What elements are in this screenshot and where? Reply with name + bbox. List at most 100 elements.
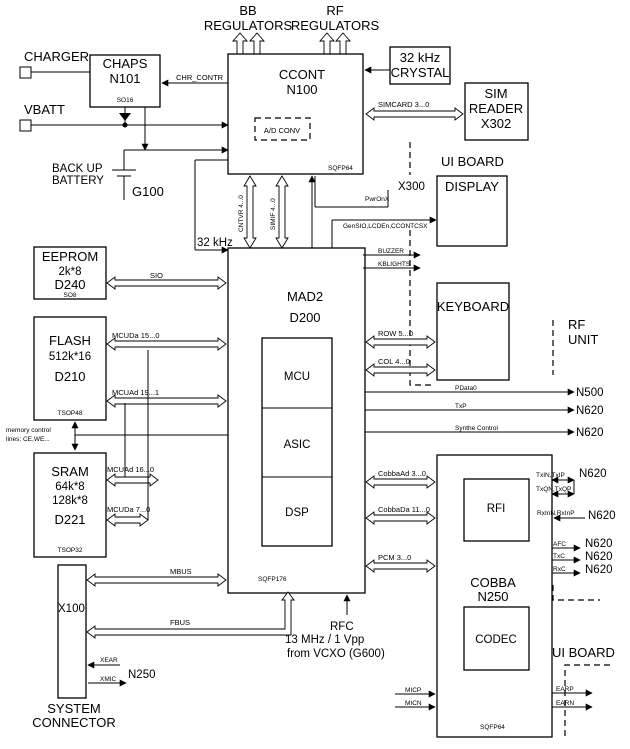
svg-text:TxP: TxP <box>455 403 467 410</box>
bb-regulators: BB REGULATORS <box>204 3 293 55</box>
svg-text:SIO: SIO <box>150 271 163 280</box>
svg-text:SIMIF 4...0: SIMIF 4...0 <box>270 198 277 230</box>
svg-text:PData0: PData0 <box>455 385 477 392</box>
svg-text:BACK UP: BACK UP <box>52 163 103 175</box>
svg-text:PwrOnX: PwrOnX <box>365 196 390 203</box>
svg-text:memory control: memory control <box>6 427 51 434</box>
eeprom-block <box>33 246 107 300</box>
svg-text:COBBA: COBBA <box>470 575 516 590</box>
sram-addr-bus <box>106 473 159 487</box>
ccont-block <box>227 53 364 175</box>
svg-text:TxIN,TxIP: TxIN,TxIP <box>536 472 565 479</box>
bb-reg-arrow-1 <box>232 32 248 55</box>
svg-text:32 kHz: 32 kHz <box>400 50 440 65</box>
svg-text:MICP: MICP <box>405 687 421 694</box>
svg-text:CCONT: CCONT <box>279 67 325 82</box>
svg-text:X100: X100 <box>58 603 85 615</box>
svg-text:REGULATORS: REGULATORS <box>204 18 293 33</box>
row-bus <box>365 335 436 349</box>
svg-text:UI BOARD: UI BOARD <box>552 645 615 660</box>
svg-text:N620: N620 <box>585 564 613 576</box>
fbus-bus <box>86 591 295 639</box>
svg-text:XMIC: XMIC <box>100 676 117 683</box>
svg-text:BATTERY: BATTERY <box>52 175 104 187</box>
svg-text:CHAPS: CHAPS <box>103 56 148 71</box>
svg-text:N620: N620 <box>579 468 607 480</box>
keyboard-block <box>436 282 510 381</box>
system-connector-block <box>57 564 87 699</box>
crystal-block <box>389 46 451 85</box>
svg-text:EARN: EARN <box>556 700 574 707</box>
sio-bus <box>106 276 227 290</box>
cobba-block <box>436 454 553 738</box>
svg-text:N250: N250 <box>477 589 508 604</box>
svg-text:512k*16: 512k*16 <box>49 351 91 363</box>
svg-text:UI BOARD: UI BOARD <box>441 154 504 169</box>
rf-reg-arrow-1 <box>319 32 335 55</box>
svg-text:G100: G100 <box>132 184 164 199</box>
mbus-bus <box>86 573 227 587</box>
svg-text:AFC: AFC <box>553 541 566 548</box>
svg-text:128k*8: 128k*8 <box>52 495 88 507</box>
svg-text:BUZZER: BUZZER <box>378 248 404 255</box>
codec-block <box>463 606 530 671</box>
rfi-block <box>463 478 530 542</box>
svg-text:D210: D210 <box>54 369 85 384</box>
svg-text:TSOP48: TSOP48 <box>58 410 83 417</box>
flash-addr-bus <box>106 394 227 408</box>
svg-text:FLASH: FLASH <box>49 333 91 348</box>
svg-text:SIM: SIM <box>484 86 507 101</box>
svg-text:A/D CONV: A/D CONV <box>264 126 300 135</box>
vbatt-terminal <box>19 119 32 132</box>
svg-text:N101: N101 <box>109 71 140 86</box>
svg-text:KBLIGHTS: KBLIGHTS <box>378 261 411 268</box>
mad2-core <box>261 337 333 547</box>
svg-text:MCUAd 19...1: MCUAd 19...1 <box>112 388 159 397</box>
display-block <box>436 175 508 247</box>
svg-text:SQFP64: SQFP64 <box>480 724 505 731</box>
svg-text:CobbaAd 3...0: CobbaAd 3...0 <box>378 469 426 478</box>
svg-text:N100: N100 <box>286 82 317 97</box>
svg-text:BB: BB <box>239 3 256 18</box>
mcu-label: MCU <box>284 371 310 383</box>
svg-text:RxC: RxC <box>553 566 566 573</box>
svg-text:MICN: MICN <box>405 700 422 707</box>
svg-text:CNTVR 4...0: CNTVR 4...0 <box>238 195 245 232</box>
adc-block <box>254 117 311 141</box>
svg-text:32 kHz: 32 kHz <box>197 237 233 249</box>
svg-text:MCUDa 15...0: MCUDa 15...0 <box>112 331 160 340</box>
ui-board-bottom-outline <box>564 664 610 740</box>
svg-text:RF: RF <box>568 317 585 332</box>
svg-text:D221: D221 <box>54 512 85 527</box>
bb-reg-arrow-2 <box>249 32 265 55</box>
svg-text:N620: N620 <box>585 551 613 563</box>
svg-text:N620: N620 <box>588 510 616 522</box>
svg-text:Synthe Control: Synthe Control <box>455 425 499 432</box>
cobbada-bus <box>365 511 436 525</box>
svg-text:REGULATORS: REGULATORS <box>291 18 380 33</box>
sim-reader-block <box>464 82 529 141</box>
svg-text:MCUDa 7...0: MCUDa 7...0 <box>107 505 150 514</box>
svg-text:TSOP32: TSOP32 <box>58 547 83 554</box>
svg-text:CRYSTAL: CRYSTAL <box>391 65 450 80</box>
svg-text:DISPLAY: DISPLAY <box>445 179 499 194</box>
svg-text:N620: N620 <box>576 427 604 439</box>
svg-text:MCUAd 16...0: MCUAd 16...0 <box>107 465 154 474</box>
charger-label: CHARGER <box>24 49 89 64</box>
svg-text:EEPROM: EEPROM <box>42 249 98 264</box>
svg-text:EARP: EARP <box>556 686 574 693</box>
svg-text:X302: X302 <box>481 116 511 131</box>
svg-text:X300: X300 <box>398 181 425 193</box>
pcm-bus <box>365 559 436 573</box>
vbatt-junction <box>122 122 128 128</box>
rf-reg-arrow-2 <box>335 32 351 55</box>
cntvr-bus <box>243 175 257 249</box>
svg-text:N620: N620 <box>585 538 613 550</box>
svg-text:XEAR: XEAR <box>100 657 118 664</box>
vbatt-label: VBATT <box>24 102 65 117</box>
dsp-label: DSP <box>285 507 309 519</box>
svg-text:UNIT: UNIT <box>568 332 598 347</box>
cobbaad-bus <box>365 475 436 489</box>
svg-text:N250: N250 <box>128 669 156 681</box>
svg-text:GenSIO,LCDEn,CCONTCSX: GenSIO,LCDEn,CCONTCSX <box>343 223 428 230</box>
